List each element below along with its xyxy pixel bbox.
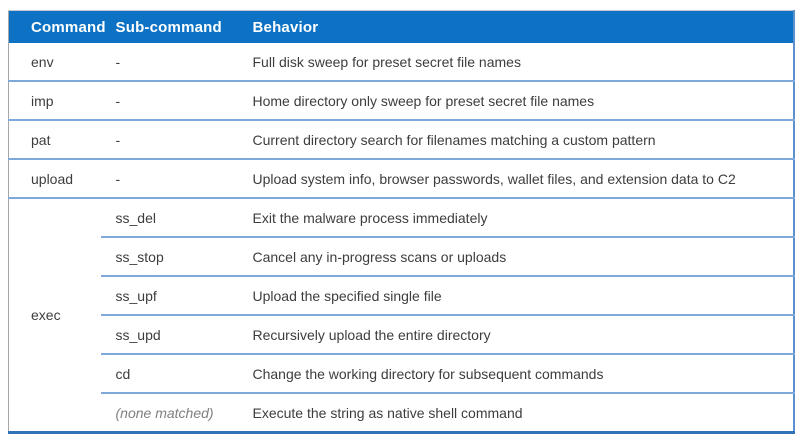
- command-reference-table: Command Sub-command Behavior env - Full …: [8, 10, 795, 434]
- sub-command-cell: ss_upd: [100, 314, 241, 354]
- sub-command-cell: (none matched): [100, 392, 241, 433]
- sub-command-cell: ss_stop: [100, 236, 241, 276]
- sub-command-cell: -: [100, 43, 241, 81]
- command-cell: imp: [8, 80, 101, 120]
- behavior-cell: Current directory search for filenames m…: [240, 119, 794, 159]
- behavior-cell: Cancel any in-progress scans or uploads: [240, 236, 794, 276]
- table-row-exec-cd: cd Change the working directory for subs…: [9, 353, 794, 393]
- command-cell: pat: [8, 119, 101, 159]
- command-reference-table-wrap: Command Sub-command Behavior env - Full …: [8, 10, 795, 434]
- behavior-cell: Upload the specified single file: [240, 275, 794, 315]
- table-row-exec-none-matched: (none matched) Execute the string as nat…: [9, 392, 794, 433]
- column-header-sub-command: Sub-command: [100, 10, 241, 43]
- behavior-cell: Recursively upload the entire directory: [240, 314, 794, 354]
- table-body: env - Full disk sweep for preset secret …: [8, 43, 794, 433]
- behavior-cell: Upload system info, browser passwords, w…: [240, 158, 794, 198]
- behavior-cell: Home directory only sweep for preset sec…: [240, 80, 794, 120]
- column-header-command: Command: [8, 10, 106, 43]
- sub-command-cell: cd: [100, 353, 241, 393]
- sub-command-cell: -: [100, 119, 241, 159]
- table-row-imp: imp - Home directory only sweep for pres…: [8, 80, 794, 120]
- command-cell: env: [8, 43, 101, 81]
- behavior-cell: Full disk sweep for preset secret file n…: [240, 43, 794, 81]
- table-row-exec-ss-upf: ss_upf Upload the specified single file: [9, 275, 794, 315]
- table-row-upload: upload - Upload system info, browser pas…: [8, 158, 794, 198]
- table-header: Command Sub-command Behavior: [8, 10, 794, 43]
- sub-command-cell: -: [100, 80, 241, 120]
- table-row-exec-ss-stop: ss_stop Cancel any in-progress scans or …: [9, 236, 794, 276]
- table-row-exec-ss-del: exec ss_del Exit the malware process imm…: [8, 197, 794, 433]
- table-row-exec-ss-upd: ss_upd Recursively upload the entire dir…: [9, 314, 794, 354]
- column-header-behavior: Behavior: [240, 10, 794, 43]
- behavior-cell: Execute the string as native shell comma…: [240, 392, 794, 433]
- command-cell-exec: exec: [8, 197, 101, 433]
- behavior-cell: Change the working directory for subsequ…: [240, 353, 794, 393]
- sub-command-cell: ss_del: [100, 197, 241, 237]
- sub-command-cell: ss_upf: [100, 275, 241, 315]
- header-row: Command Sub-command Behavior: [8, 10, 794, 43]
- table-row-env: env - Full disk sweep for preset secret …: [8, 43, 794, 81]
- table-row-pat: pat - Current directory search for filen…: [8, 119, 794, 159]
- sub-command-cell: -: [100, 158, 241, 198]
- command-cell: upload: [8, 158, 101, 198]
- behavior-cell: Exit the malware process immediately: [240, 197, 794, 237]
